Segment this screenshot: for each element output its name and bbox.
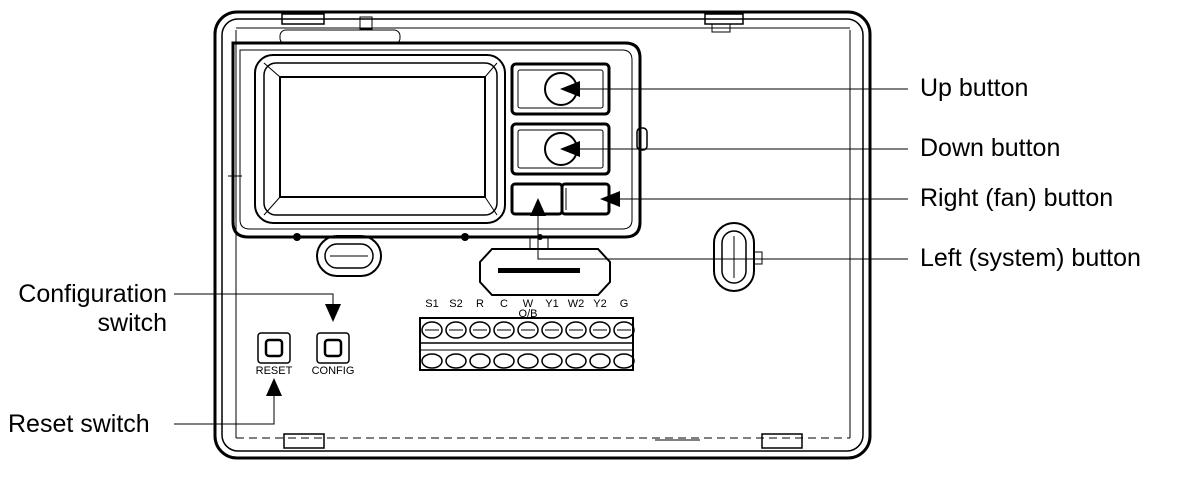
up-button-callout: Up button [920,74,1029,102]
terminal-label: C [500,298,508,310]
terminal-screw [493,353,515,369]
terminal-label: R [476,298,484,310]
terminal-block: S1 S2 R C WO/B Y1 W2 Y2 G [419,298,635,371]
terminal-screw [565,353,587,369]
terminal-cover [479,237,611,296]
right-button-leader [600,191,908,207]
terminal-screw [589,321,611,339]
right-knockout [713,222,763,292]
left-button-leader [530,198,908,260]
config-switch-callout-line2: switch [97,309,167,337]
terminal-screw [469,321,491,339]
up-button-leader [560,81,908,97]
terminal-screw [517,321,539,339]
terminal-screw [421,321,443,339]
config-switch-label: CONFIG [312,365,355,377]
terminal-screw [421,353,443,369]
terminal-screw [613,353,635,369]
thermostat-housing [213,10,872,460]
terminal-screw [541,353,563,369]
reset-switch-callout: Reset switch [8,410,150,438]
config-switch-callout-line1: Configuration [18,280,167,308]
terminal-label: G [620,298,629,310]
lcd-screen [254,54,506,224]
terminal-screw [565,321,587,339]
config-switch-leader [174,293,341,322]
left-button-callout: Left (system) button [920,244,1141,272]
terminal-label: W [523,298,534,310]
terminal-screw [541,321,563,339]
reset-switch-leader [174,378,282,425]
terminal-screw [445,321,467,339]
terminal-screw [589,353,611,369]
terminal-label: W2 [568,298,585,310]
reset-switch[interactable] [257,332,291,364]
config-switch[interactable] [316,332,350,364]
terminal-label: S2 [449,298,462,310]
down-button-callout: Down button [920,134,1061,162]
left-knockout [316,235,382,277]
terminal-screw [517,353,539,369]
terminal-label: Y1 [545,298,558,310]
display-module [228,29,648,241]
terminal-sub-label: O/B [519,308,538,320]
terminal-screw [613,321,635,339]
terminal-screw [469,353,491,369]
reset-switch-label: RESET [256,365,293,377]
right-button-callout: Right (fan) button [920,184,1114,212]
terminal-screw [445,353,467,369]
down-button-leader [560,141,908,157]
terminal-label: S1 [425,298,438,310]
terminal-label: Y2 [593,298,606,310]
terminal-screw [493,321,515,339]
